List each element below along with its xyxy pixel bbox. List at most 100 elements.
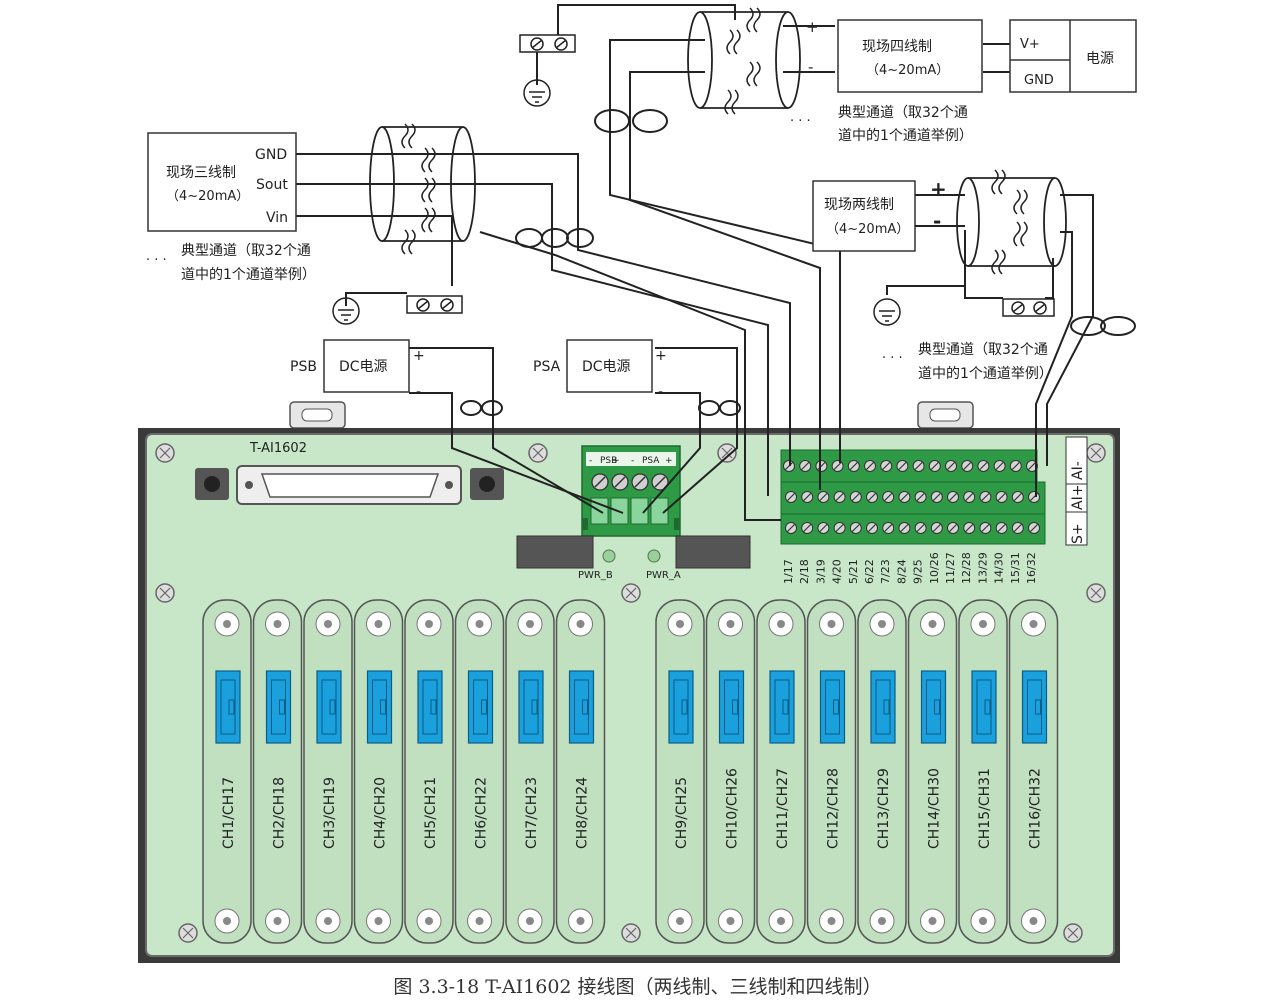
ellipsis-four: · · · — [790, 114, 811, 129]
led-label-pwr-a: PWR_A — [646, 570, 681, 581]
power-vplus: V+ — [1020, 37, 1040, 52]
channel-connector — [718, 670, 745, 744]
led-label-pwr-b: PWR_B — [578, 570, 613, 581]
power-terminal-label: - — [631, 456, 634, 466]
channel-connector — [1021, 670, 1048, 744]
power-terminal-label: PSA — [642, 456, 660, 466]
channel-connector — [215, 670, 241, 744]
channel-pair-label: 6/22 — [863, 559, 876, 584]
psb-plus: + — [413, 348, 425, 364]
field-four-wire-box: 现场四线制 （4~20mA） + - — [806, 18, 983, 93]
terminal-side-labels: S+ AI+ AI- — [1065, 436, 1088, 546]
signal-terminal-block[interactable] — [780, 449, 1046, 545]
two-wire-plus: + — [930, 177, 947, 201]
channel-slot: CH14/CH30 — [907, 599, 958, 944]
channel-pair-label: 10/26 — [928, 552, 941, 584]
power-terminal-block[interactable]: -PSB+-PSA+ — [581, 445, 681, 537]
channel-slot: CH15/CH31 — [958, 599, 1008, 944]
channel-slot-label: CH2/CH18 — [272, 777, 288, 849]
channel-connector — [467, 670, 494, 744]
channel-connector — [819, 670, 846, 744]
channel-pair-label: 12/28 — [960, 552, 973, 584]
channel-slot-label: CH16/CH32 — [1028, 768, 1044, 849]
ellipsis-two: · · · — [882, 351, 903, 366]
channel-pair-label: 15/31 — [1009, 552, 1022, 584]
psa-label: PSA — [533, 359, 561, 375]
channel-slot: CH8/CH24 — [555, 599, 606, 944]
channel-pair-label: 13/29 — [976, 552, 989, 584]
figure-caption: 图 3.3-18 T-AI1602 接线图（两线制、三线制和四线制） — [393, 976, 882, 998]
channel-slot: CH6/CH22 — [454, 599, 505, 944]
channel-pair-label: 11/27 — [944, 552, 957, 584]
power-title: 电源 — [1086, 51, 1114, 67]
channel-slot-label: CH5/CH21 — [423, 777, 439, 849]
note-two-line1: 典型通道（取32个通 — [918, 342, 1048, 358]
ground-icon — [332, 79, 901, 326]
channel-pair-label: 8/24 — [895, 559, 908, 584]
field-three-wire-box: 现场三线制 （4~20mA） GND Sout Vin — [147, 132, 297, 232]
channel-slot: CH1/CH17 — [202, 599, 252, 944]
note-three-line1: 典型通道（取32个通 — [181, 243, 311, 259]
note-three-line2: 道中的1个通道举例） — [181, 267, 316, 283]
channel-slots: CH1/CH17 CH2/CH18 CH3/CH19 CH4/CH20 CH5/CH21… — [202, 599, 1059, 944]
led-pwr-b — [602, 549, 616, 563]
power-terminal-label: + — [665, 456, 673, 466]
channel-pair-label: 4/20 — [831, 559, 844, 584]
channel-connector — [971, 670, 997, 744]
db-connector — [195, 465, 504, 505]
channel-pair-label: 14/30 — [993, 552, 1006, 584]
channel-pair-label: 5/21 — [847, 559, 860, 584]
channel-connector — [769, 670, 795, 744]
channel-slot-label: CH1/CH17 — [221, 777, 237, 849]
channel-connector — [265, 670, 292, 744]
channel-slot-label: CH12/CH28 — [826, 768, 842, 849]
four-wire-title: 现场四线制 — [862, 39, 932, 55]
channel-connector — [366, 670, 393, 744]
three-wire-title: 现场三线制 — [166, 165, 236, 181]
channel-slot-label: CH3/CH19 — [322, 777, 338, 849]
field-two-wire-box: 现场两线制 （4~20mA） + - — [812, 177, 947, 252]
four-wire-minus: - — [808, 58, 813, 76]
channel-slot: CH13/CH29 — [857, 599, 907, 944]
channel-connector — [568, 670, 595, 744]
channel-connector — [668, 670, 694, 744]
two-wire-minus: - — [933, 209, 941, 233]
channel-slot-label: CH9/CH25 — [674, 777, 690, 849]
channel-slot: CH11/CH27 — [756, 599, 806, 944]
three-wire-range: （4~20mA） — [166, 189, 249, 204]
io-board: T-AI1602 -PSB+-PSA+ — [138, 401, 1120, 963]
window-right — [675, 535, 751, 569]
label-ai-plus: AI+ — [1070, 485, 1086, 510]
power-gnd: GND — [1024, 73, 1054, 88]
ellipsis-three: · · · — [146, 253, 167, 268]
channel-slot: CH7/CH23 — [505, 599, 555, 944]
window-left — [516, 535, 594, 569]
channel-pair-label: 7/23 — [879, 559, 892, 584]
psa-source-label: DC电源 — [582, 359, 631, 375]
three-wire-pin-sout: Sout — [256, 177, 288, 193]
channel-pair-label: 3/19 — [814, 559, 827, 584]
channel-slot: CH12/CH28 — [806, 599, 857, 944]
four-wire-range: （4~20mA） — [866, 63, 949, 78]
channel-slot-label: CH4/CH20 — [373, 777, 389, 849]
channel-connector — [920, 670, 947, 744]
four-wire-plus: + — [806, 18, 819, 36]
external-power-box: V+ GND 电源 — [1009, 19, 1137, 93]
channel-pair-label: 16/32 — [1025, 552, 1038, 584]
channel-slot-label: CH15/CH31 — [977, 768, 993, 849]
power-terminal-label: + — [612, 456, 620, 466]
channel-slot-label: CH14/CH30 — [927, 768, 943, 849]
led-pwr-a — [647, 549, 661, 563]
dc-power-psa: DC电源 PSA + - — [533, 339, 667, 400]
cable-shields — [369, 11, 1067, 267]
note-four-line2: 道中的1个通道举例） — [838, 128, 973, 144]
psb-label: PSB — [290, 359, 317, 375]
note-two-line2: 道中的1个通道举例） — [918, 366, 1053, 382]
channel-pair-label: 1/17 — [782, 559, 795, 584]
power-terminal-label: PSB — [600, 456, 617, 466]
channel-connector — [518, 670, 544, 744]
channel-pair-label: 9/25 — [912, 559, 925, 584]
psa-plus: + — [655, 348, 667, 364]
